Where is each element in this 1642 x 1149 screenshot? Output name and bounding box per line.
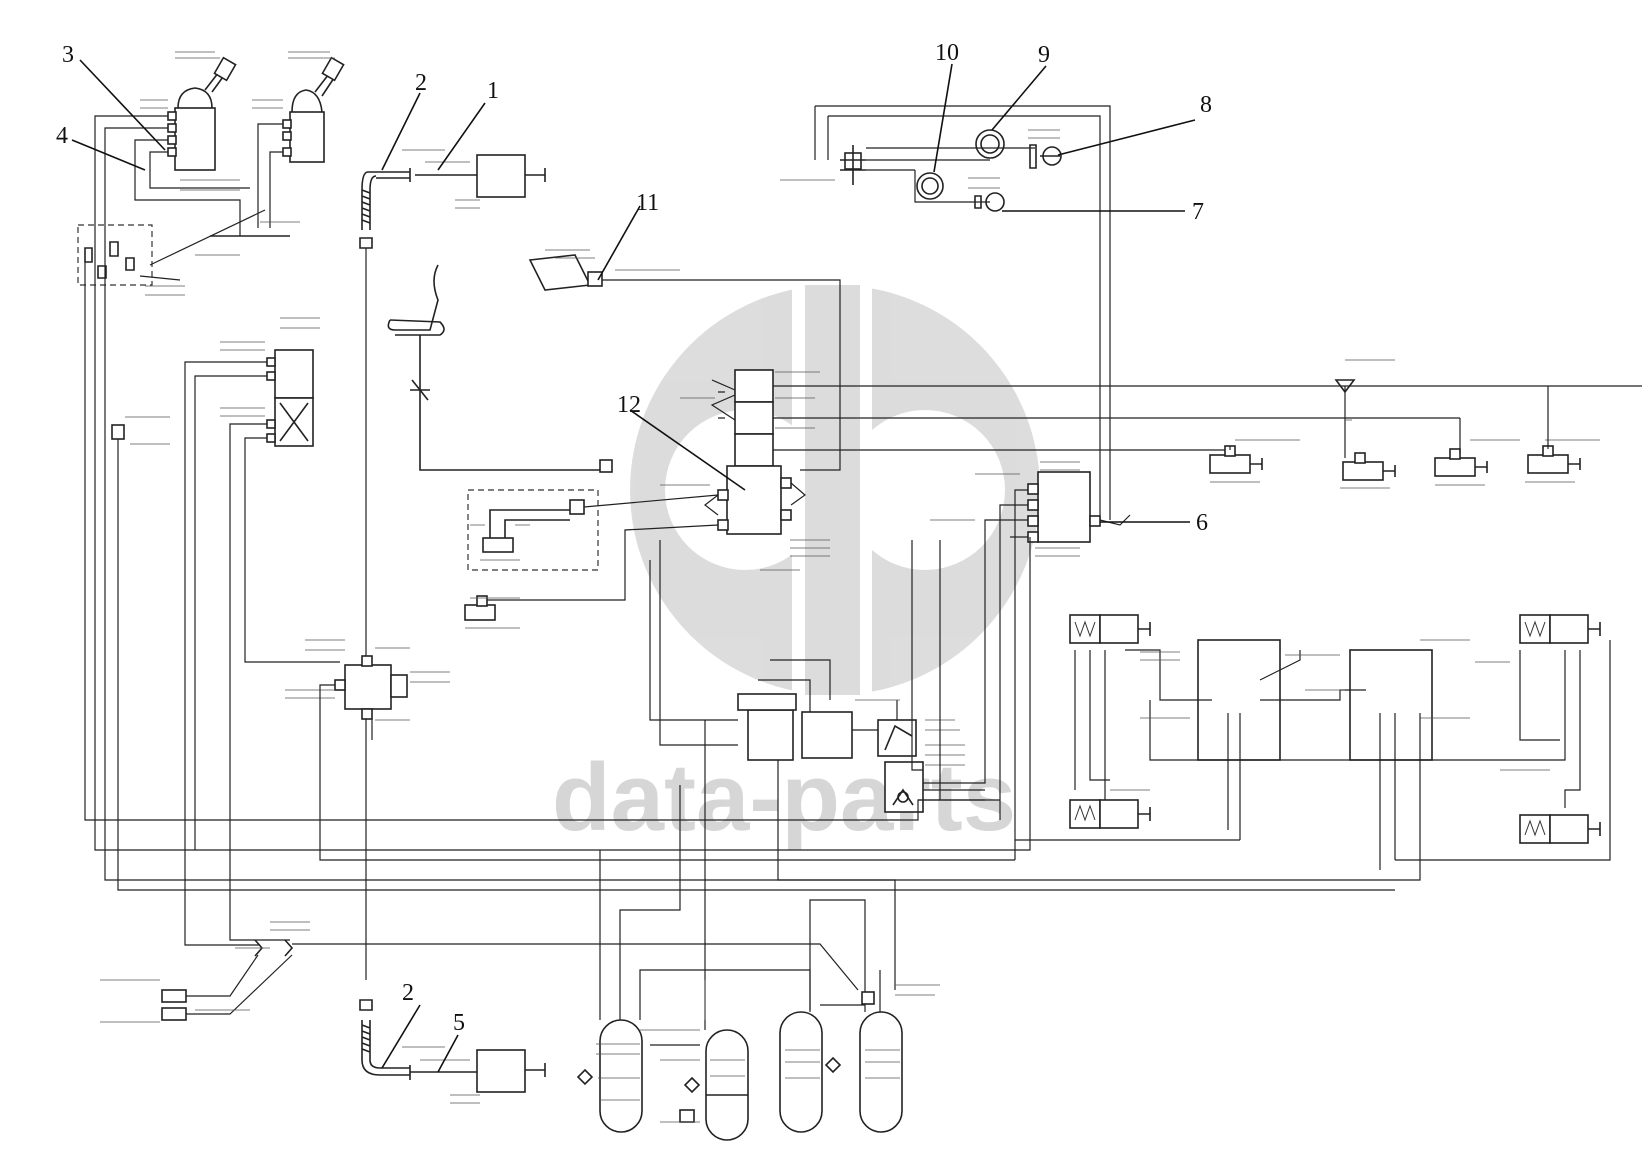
front-brake-chamber-group	[359, 149, 546, 980]
parking-valve-group	[111, 317, 340, 946]
callout-leaders	[71, 59, 1196, 1073]
callout-5: 5	[453, 1010, 465, 1036]
gauge-group	[780, 105, 1111, 520]
watermark-text: data-parts	[552, 744, 1016, 851]
air-tanks-group	[576, 785, 940, 1141]
callout-10: 10	[935, 40, 959, 66]
pipe-network	[84, 240, 1611, 1020]
callout-2-bottom: 2	[402, 980, 414, 1006]
callout-labels: 1 2 2 3 4 5 6 7 8 9 10 11 12	[56, 40, 1212, 1036]
callout-12: 12	[617, 392, 641, 418]
callout-1: 1	[487, 78, 499, 104]
callout-3: 3	[62, 42, 74, 68]
spring-brake-group	[1069, 614, 1601, 870]
callout-6: 6	[1196, 510, 1208, 536]
callout-7: 7	[1192, 199, 1204, 225]
protection-valve-group	[649, 560, 985, 1030]
right-switches-group	[1209, 359, 1600, 489]
relay-valve-group	[920, 461, 1131, 860]
hand-brake-valve-group	[77, 51, 345, 296]
callout-8: 8	[1200, 92, 1212, 118]
central-valve-group	[464, 369, 1642, 629]
four-circuit-valve-group	[285, 639, 1015, 861]
callout-11: 11	[636, 190, 659, 216]
callout-2-top: 2	[415, 70, 427, 96]
bottom-left-fittings	[100, 921, 859, 1023]
watermark-logo	[630, 270, 1040, 710]
callout-4: 4	[56, 123, 68, 149]
rear-brake-chamber-group	[359, 999, 546, 1104]
callout-9: 9	[1038, 42, 1050, 68]
seat-and-pedal-group	[387, 249, 841, 473]
